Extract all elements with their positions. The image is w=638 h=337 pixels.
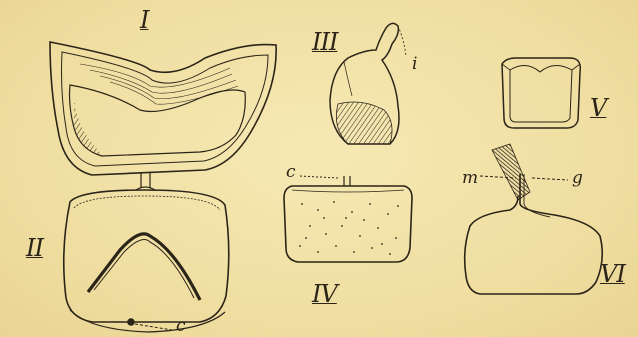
figure-3-label: III (312, 30, 337, 54)
figure-4-drawing (284, 176, 412, 262)
figure-1-drawing (50, 42, 276, 190)
figure-6-part-m: m (462, 170, 478, 187)
figure-2-part-c: c (176, 318, 186, 335)
figure-4-label: IV (312, 282, 337, 306)
figure-2-drawing (64, 190, 229, 332)
figure-3-part-i: i (412, 56, 417, 73)
figure-2-label: II (26, 236, 43, 260)
figure-4-stipple (299, 201, 399, 255)
figure-4-part-c: c (286, 164, 296, 181)
figure-5-label: V (590, 96, 606, 120)
figure-6-label: VI (600, 262, 625, 286)
figure-6-part-g: g (572, 170, 583, 187)
figure-3-drawing (330, 23, 406, 144)
figure-5-drawing (502, 58, 580, 128)
figure-1-label: I (140, 8, 148, 32)
figure-6-drawing (465, 144, 603, 294)
